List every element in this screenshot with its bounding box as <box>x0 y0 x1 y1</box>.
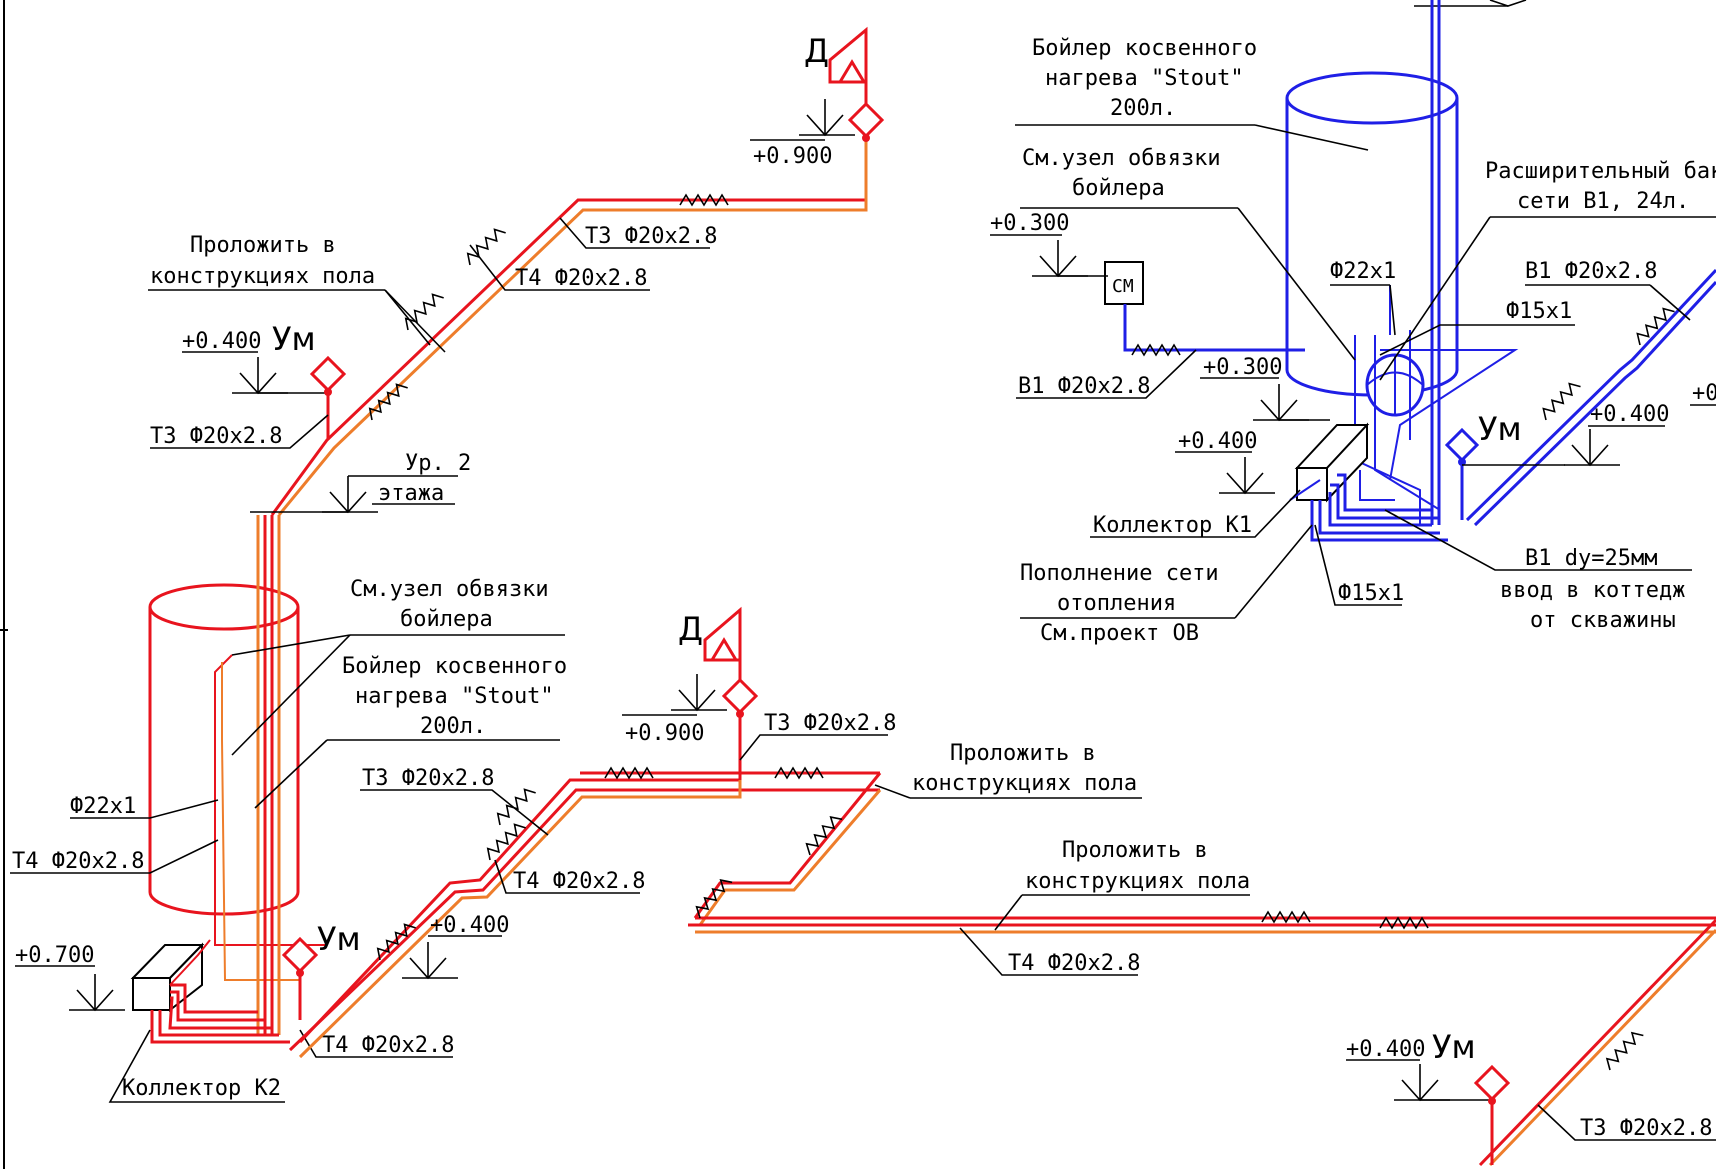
t4-label-middle-bottom: Т4 Ф20х2.8 <box>1008 951 1140 976</box>
b1-dy-label-3: от скважины <box>1530 608 1676 633</box>
elev-0400-right-a: +0.400 <box>1178 429 1257 454</box>
refill-label-1: Пополнение сети <box>1020 561 1219 586</box>
t3-label-bottom-right: Т3 Ф20х2.8 <box>1580 1116 1712 1141</box>
t3-label-middle: Т3 Ф20х2.8 <box>362 766 494 791</box>
d22-label-left: Ф22х1 <box>70 794 136 819</box>
return-riser-t4-top <box>277 140 868 516</box>
see-node-right-1: См.узел обвязки <box>1022 146 1221 171</box>
t4-label-left: Т4 Ф20х2.8 <box>12 849 144 874</box>
boiler-return-pipe <box>221 662 300 981</box>
collector-k2 <box>130 942 205 1013</box>
collector-k1-label: Коллектор К1 <box>1093 513 1252 538</box>
lay-in-floor-label-2b: конструкциях пола <box>912 771 1137 796</box>
t4-label-middle: Т4 Ф20х2.8 <box>513 869 645 894</box>
t4-label-top: Т4 Ф20х2.8 <box>515 266 647 291</box>
lay-in-floor-label-1b: конструкциях пола <box>150 264 375 289</box>
middle-scheme: Д +0.900 Т3 Ф20х2.8 Т3 Ф20х2.8 Т4 Ф20х2.… <box>288 606 1716 1167</box>
lay-in-floor-label-3b: конструкциях пола <box>1025 869 1250 894</box>
boiler-tank-left <box>148 583 300 916</box>
boiler-label-3: 200л. <box>420 714 486 739</box>
elev-0300-right-b: +0.300 <box>1203 355 1282 380</box>
d15-label-bottom: Ф15х1 <box>1338 581 1404 606</box>
right-scheme: СМ Ум <box>990 0 1716 646</box>
refill-label-2: отопления <box>1057 591 1176 616</box>
um-mark-right: Ум <box>1478 410 1522 448</box>
elev-0400-left: +0.400 <box>182 329 261 354</box>
boiler-supply-pipe <box>214 654 325 946</box>
boiler-label-1: Бойлер косвенного <box>342 654 567 679</box>
boiler-label-2: нагрева "Stout" <box>355 684 554 709</box>
t3-label-middle-top: Т3 Ф20х2.8 <box>764 711 896 736</box>
b1-label-right: В1 Ф20х2.8 <box>1525 259 1657 284</box>
d15-label-top: Ф15х1 <box>1506 299 1572 324</box>
level-2-label-2: этажа <box>378 481 444 506</box>
d22-label-right: Ф22х1 <box>1330 259 1396 284</box>
b1-dy-label-1: В1 dy=25мм <box>1525 546 1657 571</box>
b1-diagonal-right <box>1465 268 1716 522</box>
expansion-label-2: сети В1, 24л. <box>1517 189 1689 214</box>
b1-main-left <box>1123 320 1305 352</box>
elev-0700: +0.700 <box>15 943 94 968</box>
vertical-risers <box>256 515 281 1035</box>
boiler-label-right-3: 200л. <box>1110 96 1176 121</box>
lay-in-floor-label-1a: Проложить в <box>190 233 336 258</box>
supply-t3-middle <box>298 705 742 1044</box>
d-mark-middle: Д <box>678 610 703 648</box>
t3-label-top: Т3 Ф20х2.8 <box>585 224 717 249</box>
collector-k1-outlets <box>1310 470 1448 542</box>
collector-k1 <box>1294 422 1370 503</box>
elev-partial-right: +0 <box>1692 381 1716 406</box>
elev-0400-bottom-right: +0.400 <box>1346 1037 1425 1062</box>
boiler-label-right-1: Бойлер косвенного <box>1032 36 1257 61</box>
collector-k2-label: Коллектор К2 <box>122 1076 281 1101</box>
see-node-right-2: бойлера <box>1072 176 1165 201</box>
t3-label-left: Т3 Ф20х2.8 <box>150 424 282 449</box>
expansion-label-1: Расширительный бак <box>1485 159 1716 184</box>
left-scheme: Д +0.900 Т3 Ф20х2.8 Т4 Ф20х2.8 Проложить… <box>10 26 884 1103</box>
cm-box <box>1104 261 1144 305</box>
elev-0400-middle: +0.400 <box>430 913 509 938</box>
um-mark-left: Ум <box>272 320 316 358</box>
um-mark-bottom-right: Ум <box>1432 1028 1476 1066</box>
collector-k2-outlets <box>150 983 290 1044</box>
level-2-label-1: Ур. 2 <box>405 451 471 476</box>
b1-dy-label-2: ввод в коттедж <box>1500 578 1685 603</box>
um-mark-bottom-left: Ум <box>317 920 361 958</box>
see-node-label-1: См.узел обвязки <box>350 577 549 602</box>
b1-label-left: В1 Ф20х2.8 <box>1018 374 1150 399</box>
t4-label-bottom: Т4 Ф20х2.8 <box>322 1033 454 1058</box>
d-mark-top-left: Д <box>804 32 829 70</box>
elev-0900-top: +0.900 <box>753 144 832 169</box>
see-node-label-2: бойлера <box>400 607 493 632</box>
lay-in-floor-label-2a: Проложить в <box>950 741 1096 766</box>
elev-0300-right-a: +0.300 <box>990 211 1069 236</box>
elev-0900-middle: +0.900 <box>625 721 704 746</box>
refill-label-3: См.проект ОВ <box>1040 621 1199 646</box>
boiler-label-right-2: нагрева "Stout" <box>1045 66 1244 91</box>
lay-in-floor-label-3a: Проложить в <box>1062 838 1208 863</box>
elev-0400-right-b: +0.400 <box>1590 402 1669 427</box>
return-t4-middle <box>298 780 742 1059</box>
cm-mark: СМ <box>1112 276 1134 297</box>
